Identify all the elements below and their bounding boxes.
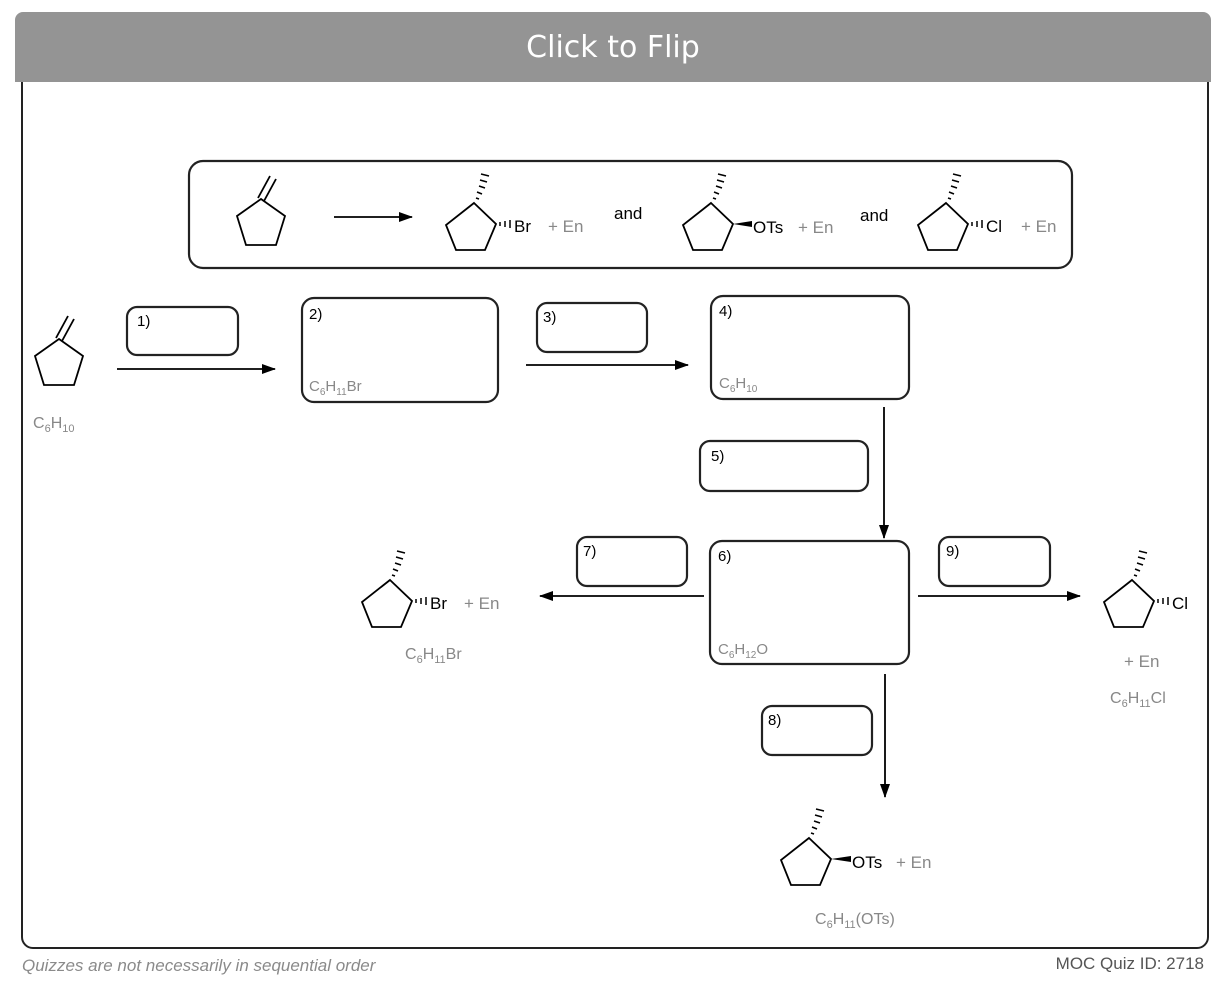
step-6-label: 6) <box>718 548 731 565</box>
svg-text:+ En: + En <box>464 594 499 613</box>
svg-text:Cl: Cl <box>986 217 1002 236</box>
step-7-answer-box[interactable] <box>575 535 689 588</box>
svg-text:C6H11Cl: C6H11Cl <box>1110 690 1166 710</box>
svg-text:+ En: + En <box>896 853 931 872</box>
svg-text:C6H11(OTs): C6H11(OTs) <box>815 911 895 931</box>
svg-text:+ En: + En <box>798 218 833 237</box>
step-4-formula: C6H10 <box>719 375 758 395</box>
step-2-answer-box[interactable] <box>300 296 500 404</box>
svg-text:C6H11Br: C6H11Br <box>405 646 462 666</box>
product-bromide: Br + En C6H11Br <box>360 550 499 666</box>
step-3-label: 3) <box>543 309 556 326</box>
svg-text:+ En: + En <box>548 217 583 236</box>
svg-text:OTs: OTs <box>852 853 882 872</box>
summary-product-cl: Cl + En <box>916 173 1056 251</box>
footer-note: Quizzes are not necessarily in sequentia… <box>22 956 376 975</box>
connector-and: and <box>614 204 642 223</box>
methylenecyclopentane-structure <box>235 175 287 246</box>
summary-box <box>187 159 1074 270</box>
quiz-id: MOC Quiz ID: 2718 <box>1055 954 1204 973</box>
summary-product-ots: OTs + En <box>681 173 833 251</box>
connector-and: and <box>860 206 888 225</box>
step-8-answer-box[interactable] <box>760 704 874 757</box>
step-2-label: 2) <box>309 306 322 323</box>
step-1-label: 1) <box>137 313 150 330</box>
svg-text:+ En: + En <box>1124 652 1159 671</box>
step-4-label: 4) <box>719 303 732 320</box>
svg-text:OTs: OTs <box>753 218 783 237</box>
starting-material: C6H10 <box>33 315 85 435</box>
step-9-label: 9) <box>946 543 959 560</box>
step-5-label: 5) <box>711 448 724 465</box>
reaction-scheme: Br + En and OTs + En and Cl + En <box>33 159 1188 931</box>
svg-text:C6H10: C6H10 <box>33 415 75 435</box>
svg-text:Br: Br <box>430 594 447 613</box>
flashcard[interactable] <box>21 15 1209 949</box>
step-4-answer-box[interactable] <box>709 294 911 401</box>
flip-card-button[interactable]: Click to Flip <box>15 12 1211 82</box>
step-7-label: 7) <box>583 543 596 560</box>
summary-product-br: Br + En <box>444 173 583 251</box>
product-chloride: Cl + En C6H11Cl <box>1102 550 1188 710</box>
step-8-label: 8) <box>768 712 781 729</box>
product-tosylate: OTs + En C6H11(OTs) <box>779 808 931 931</box>
step-2-formula: C6H11Br <box>309 378 362 398</box>
step-9-answer-box[interactable] <box>937 535 1052 588</box>
step-5-answer-box[interactable] <box>698 439 870 493</box>
svg-text:Cl: Cl <box>1172 594 1188 613</box>
step-3-answer-box[interactable] <box>535 301 649 354</box>
flip-label: Click to Flip <box>526 29 700 65</box>
step-6-formula: C6H12O <box>718 641 768 661</box>
svg-text:+ En: + En <box>1021 217 1056 236</box>
svg-text:Br: Br <box>514 217 531 236</box>
step-6-answer-box[interactable] <box>708 539 911 666</box>
step-1-answer-box[interactable] <box>125 305 240 357</box>
